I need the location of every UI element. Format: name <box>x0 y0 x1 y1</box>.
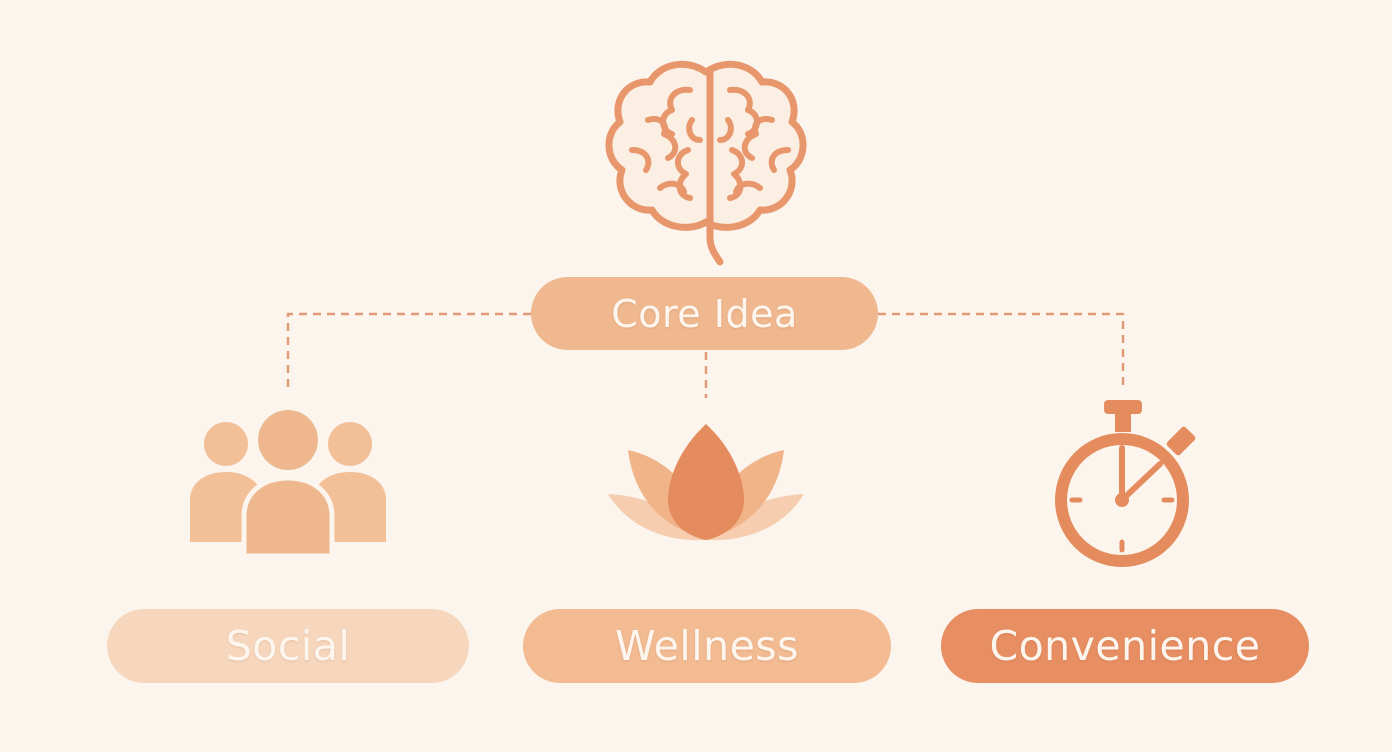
connector-lines <box>286 312 1125 398</box>
stopwatch-icon <box>1055 400 1196 567</box>
brain-icon <box>605 60 807 266</box>
branch-wellness-label: Wellness <box>523 609 891 683</box>
branch-convenience-label: Convenience <box>941 609 1309 683</box>
connector-convenience <box>878 312 1125 390</box>
lotus-icon <box>608 424 804 541</box>
connector-social <box>286 312 531 390</box>
people-icon <box>190 410 386 559</box>
branch-social-label: Social <box>107 609 469 683</box>
core-idea-label: Core Idea <box>531 277 878 350</box>
